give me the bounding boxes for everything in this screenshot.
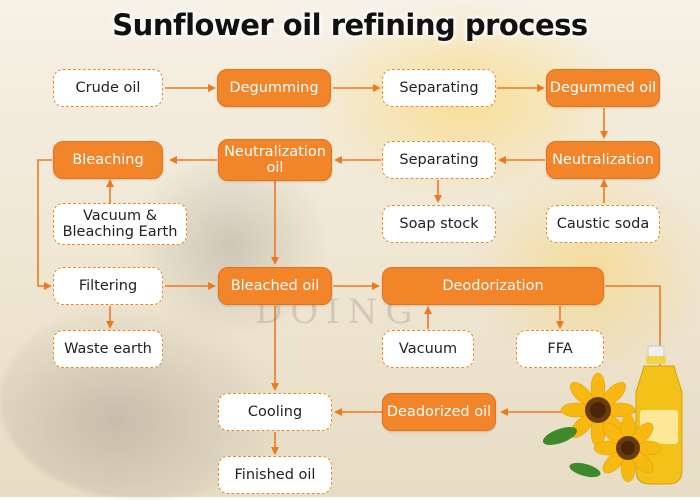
node-degumming: Degumming	[217, 69, 331, 107]
node-soap-stock: Soap stock	[382, 205, 496, 243]
node-bleached-oil: Bleached oil	[218, 267, 332, 305]
node-neutralization-oil: Neutralization oil	[218, 139, 332, 181]
node-degummed-oil: Degummed oil	[546, 69, 660, 107]
node-finished-oil: Finished oil	[218, 456, 332, 494]
node-filtering: Filtering	[53, 267, 163, 305]
seed-bowl-shadow	[130, 150, 330, 340]
node-waste-earth: Waste earth	[53, 330, 163, 368]
node-separating-1: Separating	[382, 69, 496, 107]
page-title: Sunflower oil refining process	[112, 8, 588, 42]
arrow-bleaching-to-filtering	[37, 159, 52, 290]
node-deodorized-oil: Deadorized oil	[382, 393, 496, 431]
node-caustic-soda: Caustic soda	[546, 205, 660, 243]
node-cooling: Cooling	[218, 393, 332, 431]
node-crude-oil: Crude oil	[53, 69, 163, 107]
node-deodorization: Deodorization	[382, 267, 604, 305]
node-vacuum-bleaching-earth: Vacuum & Bleaching Earth	[53, 203, 187, 245]
node-separating-2: Separating	[382, 141, 496, 179]
node-neutralization: Neutralization	[546, 141, 660, 179]
node-vacuum: Vacuum	[382, 330, 474, 368]
sunflower-image-right	[593, 413, 663, 483]
node-ffa: FFA	[516, 330, 604, 368]
node-bleaching: Bleaching	[53, 141, 163, 179]
sunflower-image-left	[560, 372, 636, 448]
leaf-image	[542, 426, 601, 478]
